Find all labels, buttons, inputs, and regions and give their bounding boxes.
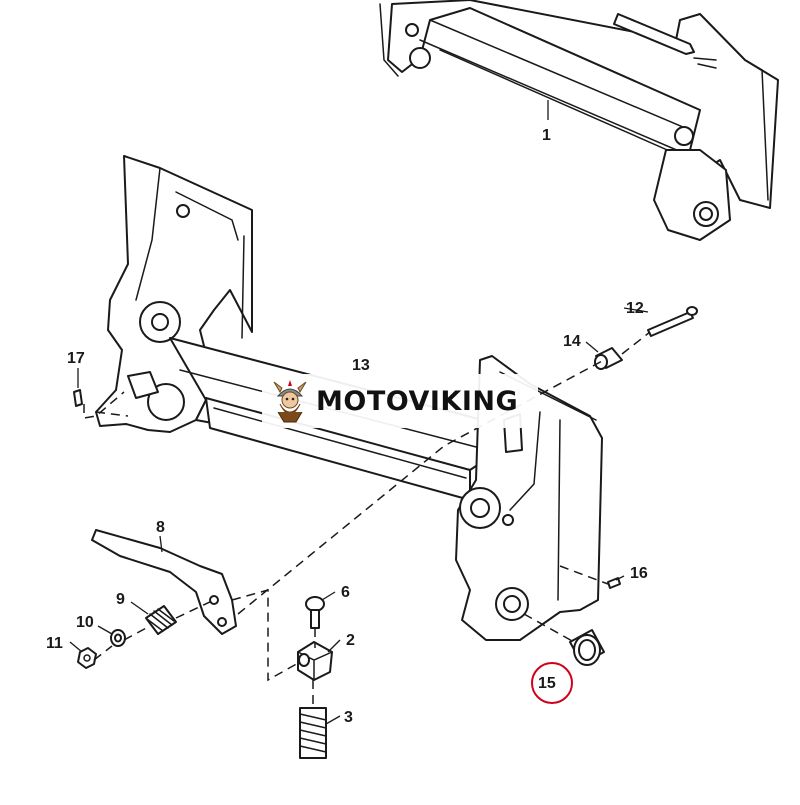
callout-3: 3 [344,709,353,726]
svg-text:2: 2 [346,632,355,649]
leader-14 [585,341,599,353]
callout-13: 13 [352,357,370,374]
callout-9: 9 [116,591,125,608]
leader-10 [97,625,113,635]
part-14-pin [594,347,623,370]
part-16-pin [607,577,621,589]
watermark-banner: MOTOVIKING [262,374,538,428]
svg-text:8: 8 [156,519,165,536]
callout-8: 8 [156,519,165,536]
dash-15 [523,613,575,643]
part-3-spring [299,707,327,759]
svg-text:12: 12 [626,300,644,317]
callout-1: 1 [542,127,551,144]
callout-15: 15 [531,662,573,704]
assembly-1-frame [379,0,779,241]
part-2-block [297,641,333,681]
callout-17: 17 [67,350,85,367]
svg-text:13: 13 [352,357,370,374]
leader-11 [69,641,83,653]
part-17-pin [73,389,83,407]
dash-17b [95,411,129,417]
svg-text:17: 17 [67,350,85,367]
dash-16 [559,565,609,585]
part-8-handle [91,529,237,635]
part-9-spring [145,605,177,635]
svg-text:6: 6 [341,584,350,601]
svg-text:10: 10 [76,614,94,631]
svg-text:9: 9 [116,591,125,608]
callout-11: 11 [46,635,63,652]
callout-6: 6 [341,584,350,601]
part-10-washer [110,629,126,647]
leader-12 [623,307,649,313]
part-6-bolt [305,596,325,629]
svg-text:11: 11 [46,635,63,652]
leader-3 [325,715,341,725]
leader-2 [327,639,341,653]
leader-8 [159,535,163,553]
dash-handle-block [231,589,301,682]
callout-16: 16 [630,565,648,582]
dash-14-12 [621,331,651,355]
part-12-bolt [647,306,698,337]
part-11-nut [77,647,97,669]
dash-11-10 [93,645,113,661]
svg-text:16: 16 [630,565,648,582]
leader-16 [615,575,625,581]
watermark-text: MOTOVIKING [316,385,519,417]
dash-10-9 [123,625,151,641]
part-15-bushing [569,629,605,666]
dash-9-handle [175,599,215,619]
svg-text:14: 14 [563,333,581,350]
svg-text:1: 1 [542,127,551,144]
svg-text:15: 15 [538,675,556,692]
leader-6 [321,591,336,601]
callout-14: 14 [563,333,581,350]
callout-2: 2 [346,632,355,649]
callout-10: 10 [76,614,94,631]
leader-9 [130,601,149,615]
dash-17 [83,391,125,419]
svg-text:3: 3 [344,709,353,726]
highlight-circle [531,662,573,704]
viking-mascot-icon [273,380,307,423]
callout-12: 12 [626,300,644,317]
